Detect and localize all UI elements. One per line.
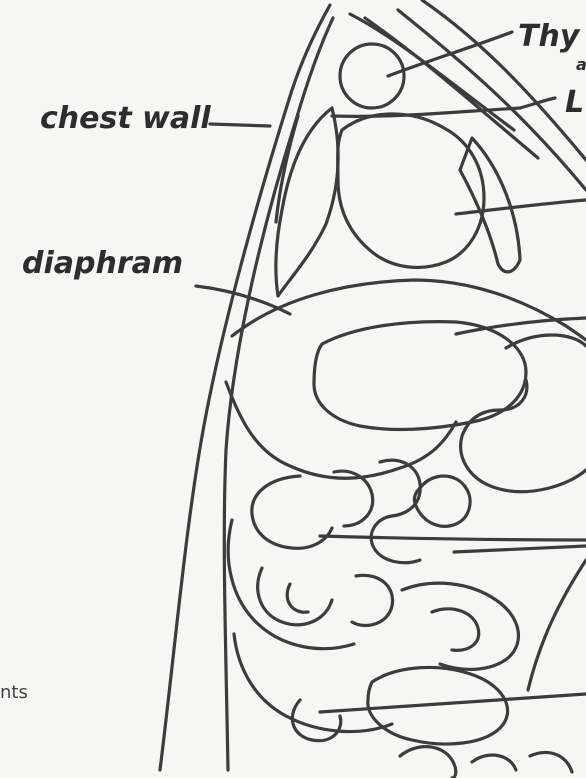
bottom-left-text-fragment: nts (0, 682, 28, 703)
colon-loop-5 (432, 609, 479, 650)
lower-organ-outline (368, 667, 508, 744)
thymus-circle (340, 44, 404, 108)
mid-organ-leader (320, 536, 586, 540)
thymus-leader-line (388, 32, 512, 76)
l-label-stub (520, 98, 555, 108)
colon-loop-1 (258, 568, 332, 625)
mid-organ-leader-2 (454, 546, 586, 552)
lungs-label-fragment: L (565, 85, 584, 120)
pancreas-outline (414, 476, 470, 526)
lower-leader-line (320, 694, 586, 712)
right-lung-outline (460, 138, 520, 272)
colon-loop-3 (352, 575, 393, 625)
lower-loop-c (472, 755, 516, 770)
heart-outline (338, 114, 484, 267)
left-lung-outline (276, 108, 338, 296)
lower-loop-b (400, 747, 456, 778)
colon-loop-4 (402, 583, 518, 669)
liver-outline (314, 322, 526, 430)
right-lower-wall (528, 560, 586, 690)
chest-wall-label: chest wall (40, 101, 211, 136)
chest-wall-leader-line (210, 124, 270, 126)
lower-loop-a (292, 700, 340, 741)
thymus-label-fragment: Thy (518, 19, 581, 54)
small-mark-label: a (576, 55, 586, 74)
diaphram-label: diaphram (22, 246, 183, 281)
lower-loop-d (530, 753, 572, 772)
colon-loop-2 (287, 584, 308, 612)
